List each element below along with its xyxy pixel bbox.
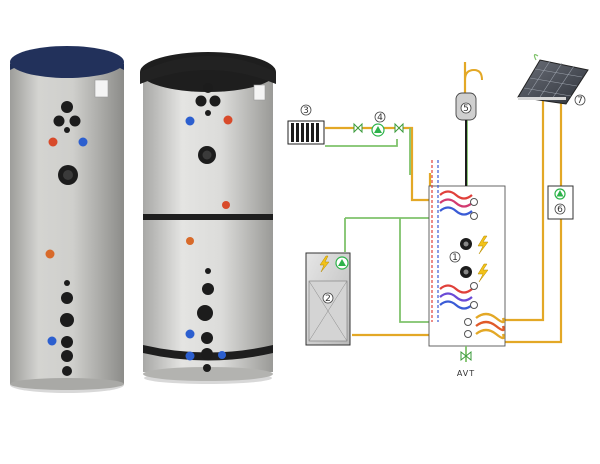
valve-icon (460, 350, 472, 362)
port (64, 127, 70, 133)
cold-port (185, 116, 195, 126)
hot-port (45, 249, 55, 259)
lightning-icon (477, 235, 489, 255)
electric-heater-upper (460, 238, 472, 250)
lightning-icon (319, 255, 330, 273)
electric-heater-lower (460, 266, 472, 278)
rating-label (253, 84, 266, 101)
pump-icon (371, 123, 385, 137)
upper-coil (439, 190, 473, 216)
hook-icon (464, 68, 483, 92)
tank-band (143, 214, 273, 220)
port (61, 101, 73, 113)
solar-controller: 6 (547, 185, 574, 220)
cold-port (47, 336, 57, 346)
avt-valve-label: AVT (457, 369, 475, 378)
port (53, 115, 65, 127)
boiler-label: 2 (325, 294, 331, 304)
solar-collector: 7 (517, 54, 589, 106)
hot-port (48, 137, 58, 147)
expansion-vessel-label: 5 (463, 104, 469, 114)
radiator-label: 3 (303, 106, 309, 116)
tank-label: 1 (452, 253, 458, 263)
hot-port (223, 115, 233, 125)
pump-label: 4 (377, 113, 383, 123)
cold-port (78, 137, 88, 147)
pump-icon (554, 188, 566, 200)
radiator (287, 120, 325, 145)
rating-label (94, 79, 109, 98)
storage-tank-double (140, 52, 276, 384)
valve-icon (353, 122, 363, 134)
storage-tank-single (10, 46, 124, 393)
lightning-icon (477, 263, 489, 283)
heating-schematic: 1 3 4 (287, 54, 589, 378)
valve-icon (394, 122, 404, 134)
solar-coil (475, 312, 505, 340)
solar-controller-label: 6 (557, 205, 563, 215)
port (69, 115, 81, 127)
tank-ports (464, 198, 478, 338)
lower-coil (439, 284, 473, 310)
boiler: 2 (305, 252, 351, 346)
solar-collector-label: 7 (577, 96, 583, 106)
pump-icon (335, 256, 349, 270)
